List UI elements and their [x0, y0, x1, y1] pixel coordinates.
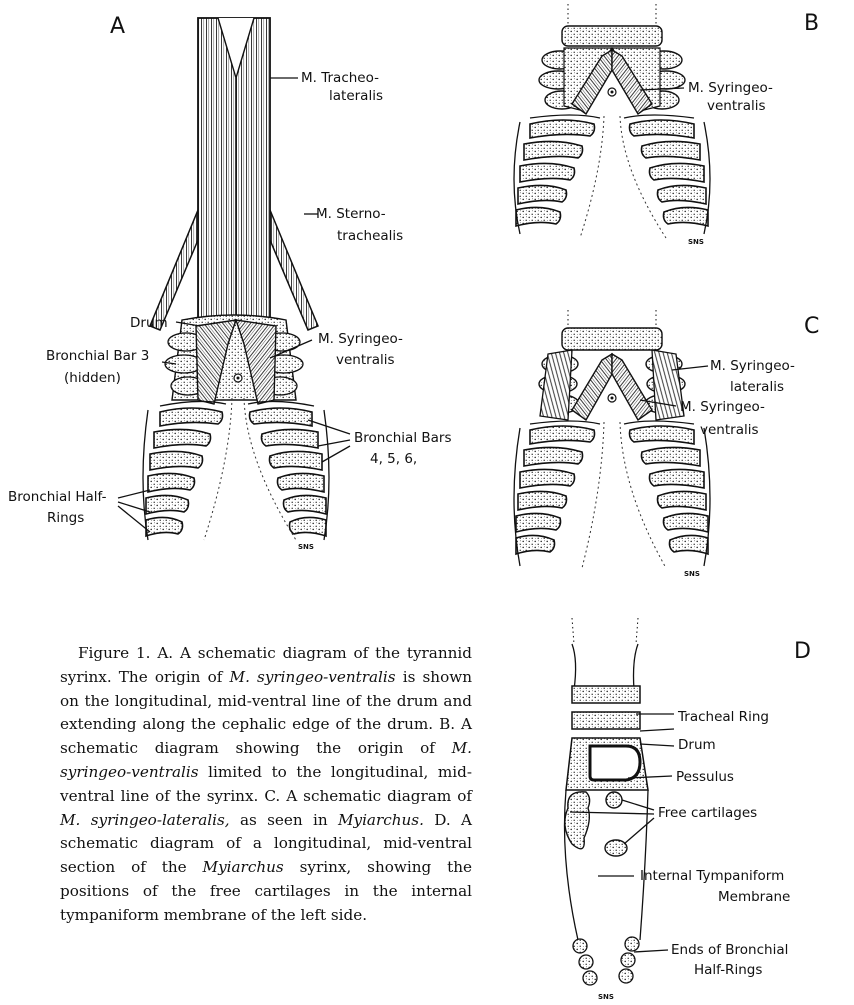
d-left-cartilage-large	[565, 792, 590, 849]
label-sternotrachealis-1: M. Sterno-	[316, 206, 386, 222]
label-tracheolateralis-2: lateralis	[329, 88, 383, 104]
caption-italic-4: Myiarchus.	[338, 811, 424, 829]
caption-italic-5: Myiarchus	[203, 858, 284, 876]
d-tracheal-ring-2	[572, 712, 640, 729]
panel-b-signature: SNS	[688, 238, 704, 246]
panel-a: A	[8, 14, 452, 551]
label-c-syringeoventralis-1: M. Syringeo-	[680, 399, 765, 415]
label-bronchial-bar-3-hidden: (hidden)	[64, 370, 121, 386]
label-c-syringeolateralis-1: M. Syringeo-	[710, 358, 795, 374]
label-b-syringeoventralis-1: M. Syringeo-	[688, 80, 773, 96]
label-syringeoventralis-a-1: M. Syringeo-	[318, 331, 403, 347]
panel-a-letter: A	[110, 14, 125, 39]
caption-paragraph: Figure 1. A. A schematic diagram of the …	[60, 642, 472, 928]
label-d-tracheal-ring: Tracheal Ring	[677, 709, 769, 725]
d-free-cartilage-2	[605, 840, 627, 856]
d-free-cartilage-1	[606, 792, 622, 808]
label-d-pessulus: Pessulus	[676, 769, 734, 785]
label-d-membrane: Membrane	[718, 889, 790, 905]
label-bronchial-bars: Bronchial Bars	[354, 430, 452, 446]
panel-c-letter: C	[804, 314, 819, 339]
sternotrachealis-left	[150, 210, 198, 330]
label-c-syringeolateralis-2: lateralis	[730, 379, 784, 395]
panel-b-letter: B	[804, 11, 819, 36]
d-tracheal-ring-1	[572, 686, 640, 703]
label-d-ends-bronchial: Ends of Bronchial	[671, 942, 788, 958]
label-b-syringeoventralis-2: ventralis	[707, 98, 766, 114]
label-bronchial-half-rings-1: Bronchial Half-	[8, 489, 107, 505]
label-tracheolateralis-1: M. Tracheo-	[301, 70, 379, 86]
figure-caption: Figure 1. A. A schematic diagram of the …	[60, 642, 472, 928]
label-bronchial-bar-3: Bronchial Bar 3	[46, 348, 149, 364]
label-c-syringeoventralis-2: ventralis	[700, 422, 759, 438]
panel-b: B	[514, 4, 819, 246]
label-syringeoventralis-a-2: ventralis	[336, 352, 395, 368]
label-bronchial-half-rings-2: Rings	[47, 510, 84, 526]
panel-d-signature: SNS	[598, 993, 614, 1001]
panel-d: D SNS Tracheal Ring Drum Pessu	[565, 618, 811, 1001]
label-bronchial-bars-numbers: 4, 5, 6,	[370, 451, 417, 467]
sternotrachealis-right	[270, 210, 318, 330]
caption-italic-1: M. syringeo-ventralis	[230, 668, 396, 686]
panel-d-letter: D	[794, 639, 811, 664]
panel-c: C	[514, 310, 819, 578]
label-d-internal-tympaniform: Internal Tympaniform	[640, 868, 784, 884]
panel-c-signature: SNS	[684, 570, 700, 578]
panel-a-signature: SNS	[298, 543, 314, 551]
label-d-drum: Drum	[678, 737, 716, 753]
caption-italic-3: M. syringeo-lateralis,	[60, 811, 230, 829]
label-d-free-cartilages: Free cartilages	[658, 805, 757, 821]
caption-text-3: as seen in	[240, 811, 328, 829]
label-sternotrachealis-2: trachealis	[337, 228, 403, 244]
label-d-half-rings: Half-Rings	[694, 962, 762, 978]
label-drum: Drum	[130, 315, 168, 331]
